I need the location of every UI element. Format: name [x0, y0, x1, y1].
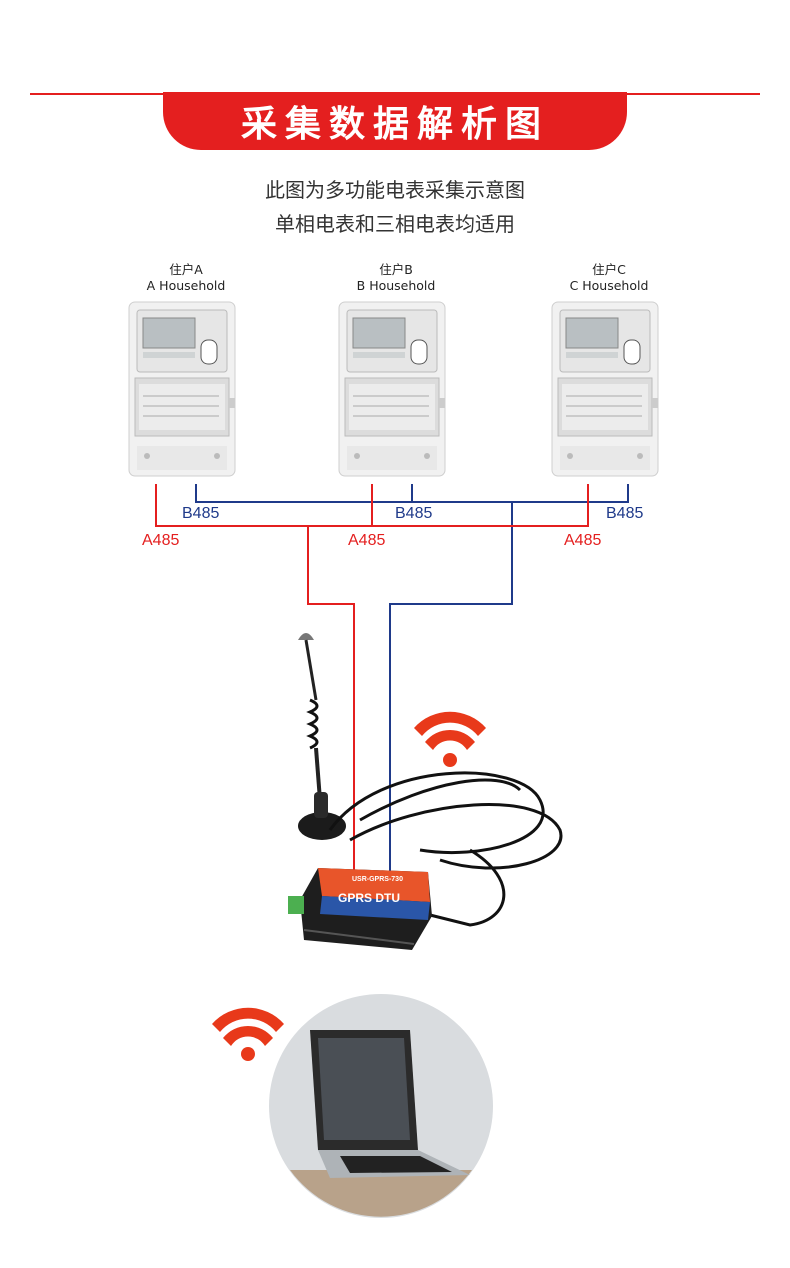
- b485-label-3: B485: [606, 505, 644, 522]
- meter-b-icon: [338, 301, 446, 477]
- subtitle-line-1: 此图为多功能电表采集示意图: [265, 178, 525, 202]
- household-b-label: 住户B B Household: [316, 262, 476, 294]
- a485-label-3: A485: [564, 532, 602, 549]
- laptop-image: [269, 994, 493, 1218]
- household-c-label: 住户C C Household: [529, 262, 689, 294]
- a485-label-1: A485: [142, 532, 180, 549]
- meter-c-icon: [551, 301, 659, 477]
- antenna-icon: [298, 633, 346, 840]
- household-c-cn: 住户C: [592, 262, 626, 277]
- title-banner: 采集数据解析图: [163, 92, 627, 150]
- dtu-name-label: GPRS DTU: [338, 891, 400, 905]
- a485-bus: [155, 484, 589, 878]
- household-b-cn: 住户B: [379, 262, 413, 277]
- page-title: 采集数据解析图: [240, 104, 549, 145]
- gprs-dtu-device: USR-GPRS-730 GPRS DTU: [288, 868, 432, 950]
- meter-a-icon: [128, 301, 236, 477]
- dtu-brand-label: USR-GPRS-730: [352, 876, 403, 883]
- household-a-label: 住户A A Household: [106, 262, 266, 294]
- cable-coil: [328, 771, 563, 927]
- household-b-en: B Household: [356, 278, 436, 293]
- b485-label-2: B485: [395, 505, 433, 522]
- household-c-en: C Household: [569, 278, 649, 293]
- subtitle-line-2: 单相电表和三相电表均适用: [275, 212, 515, 236]
- household-a-cn: 住户A: [169, 262, 203, 277]
- household-a-en: A Household: [146, 278, 226, 293]
- wifi-icon-lower: [212, 1007, 284, 1061]
- b485-label-1: B485: [182, 505, 220, 522]
- a485-label-2: A485: [348, 532, 386, 549]
- wifi-icon-upper: [414, 711, 486, 767]
- b485-bus: [195, 484, 629, 878]
